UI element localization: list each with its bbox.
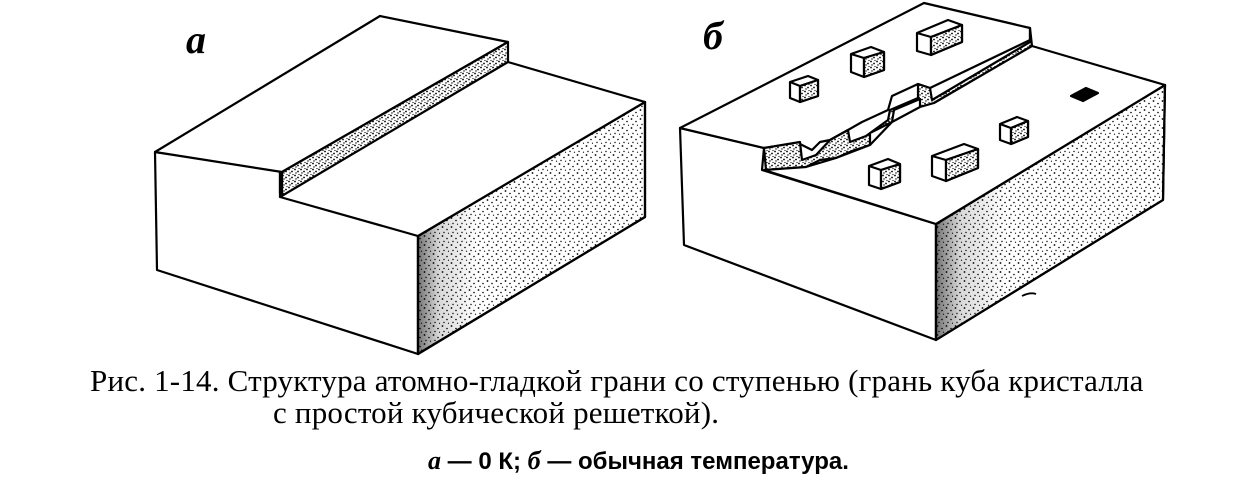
panel-label-b: б [703, 13, 723, 58]
panel-label-a: a [186, 17, 206, 62]
fig-b-vacancy [1069, 86, 1100, 103]
fig-b-lower-terrace [762, 44, 1167, 226]
caption-line-2: с простой кубической решеткой). [273, 395, 720, 430]
legend-a-text: — 0 К; [441, 448, 528, 475]
fig-b-adatom-6 [998, 115, 1030, 146]
figure-legend: а — 0 К; б — обычная температура. [428, 447, 849, 476]
fig-b-adatom-4 [867, 157, 902, 191]
fig-b-adatom-3 [915, 18, 964, 57]
legend-b-text: — обычная температура. [540, 448, 849, 475]
fig-b-adatom-1 [788, 74, 820, 104]
legend-b-label: б [527, 446, 541, 475]
legend-a-label: а [428, 446, 441, 475]
caption-line-1: Рис. 1-14. Структура атомно-гладкой гран… [90, 363, 1144, 398]
fig-a-lower-terrace [278, 60, 647, 238]
fig-b-adatom-2 [849, 45, 886, 79]
crystal-illustrations [153, 1, 1167, 356]
fig-b-adatom-5 [930, 142, 980, 183]
crystal-figure-a [153, 14, 647, 356]
crystal-figure-b [678, 1, 1167, 342]
